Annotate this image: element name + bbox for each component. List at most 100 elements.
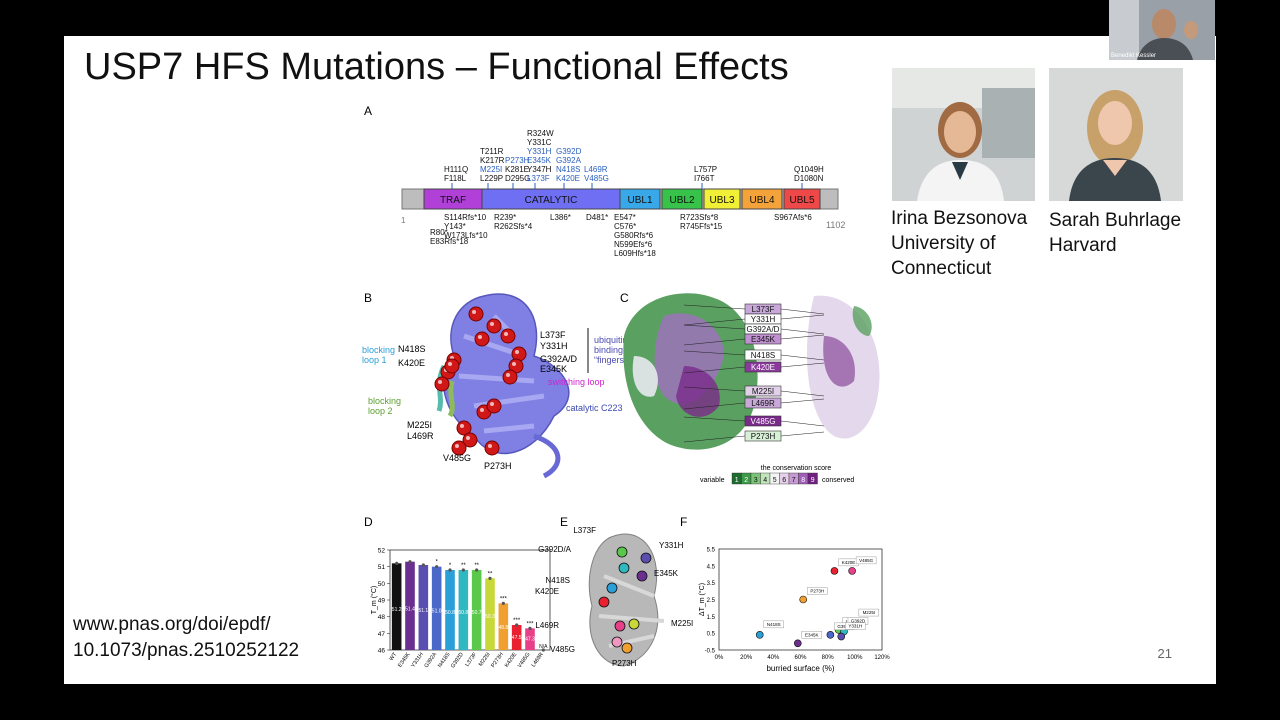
panel-c-conservation: L373FY331HG392A/DE345KN418SK420EM225IL46… [623,293,880,485]
bar-value-label: 51.1 [418,608,428,614]
residue-label: L373F [752,305,775,314]
scale-swatch [807,472,818,485]
bar-l373f [471,570,482,650]
bar-value-label: 48.8 [498,625,508,631]
y-axis-label: T_m (°C) [370,586,378,614]
y-tick-label: 46 [378,648,386,655]
scale-value: 3 [754,477,758,484]
protein-cartoon-grey [588,533,659,667]
y-tick-label: 4.5 [707,564,716,570]
label-p273h: P273H [484,461,512,471]
blocking-loop2-1: blocking [368,396,401,406]
x-tick-label: 80% [822,655,835,661]
photo-sarah-buhrlage [1049,68,1183,201]
person-affiliation: Harvard [1049,235,1117,256]
bar-e345k [405,561,415,650]
residue-marker [616,546,628,558]
person-affiliation: Connecticut [891,258,992,279]
significance-mark: ** [461,563,466,569]
residue-marker [614,620,626,632]
mutation-label: D1080N [794,174,824,183]
y-tick-label: 48 [378,614,386,621]
residue-label: Y331H [751,315,776,324]
mutation-label: V485G [584,174,609,183]
residue-label: K420E [535,587,559,596]
x-tick-label: L373F [464,651,478,668]
participant-video-thumbnail[interactable]: Benedikt Kessler [1109,0,1215,60]
photo-irina-bezsonova [892,68,1035,201]
reference-url[interactable]: www.pnas.org/doi/epdf/ 10.1073/pnas.2510… [73,614,300,661]
mutation-label: F118L [444,174,467,183]
bar-wt [391,563,402,650]
mutation-label: K281E [505,165,529,174]
replicate-dot [448,568,452,572]
significance-mark: *** [500,596,508,602]
mutation-label: G392A [556,156,582,165]
label-n418s: N418S [398,344,426,354]
domain-label: UBL5 [789,195,814,206]
residue-label: P273H [751,432,776,441]
replicate-dot [461,568,465,572]
scale-value: 5 [773,477,777,484]
scale-value: 4 [763,477,767,484]
point-label-box [807,587,828,595]
residue-label: K420E [751,363,775,372]
mutation-sphere [444,358,460,374]
scale-value: 7 [792,477,796,484]
label-m225i: M225I [407,420,432,430]
residue-label: M225I [752,387,774,396]
truncation-label: R723Sfs*8 [680,213,719,222]
mutation-label: K217R [480,156,505,165]
mutation-label: I766T [694,174,715,183]
significance-mark: * [449,563,452,569]
bar-g392a [431,566,442,650]
truncation-label: N599Efs*6 [614,240,653,249]
domain-ubl2 [661,188,703,210]
bar-value-label: 47.3 [525,636,535,642]
bar-y331h [418,565,429,650]
truncation-label: Y143* [444,222,466,231]
bar-value-label: 50.3 [485,614,495,620]
residue-marker [636,570,648,582]
mutation-label: T211R [480,147,504,156]
point-label: K420E [842,560,856,565]
mutation-label: K420E [556,174,580,183]
truncation-label: E547* [614,213,636,222]
point-label: M225I [863,610,876,615]
bar-start-label: 1 [401,216,406,225]
mutation-label: L373F [527,174,550,183]
point-label-box [858,608,880,617]
scale-value: 9 [811,477,815,484]
blocking-loop1-2: loop 1 [362,355,387,365]
scatter-point-p273h [799,595,808,604]
scatter-point-v485g [848,567,856,575]
residue-marker [611,636,623,648]
replicate-dot [408,560,412,564]
mutation-label: M225I [480,165,502,174]
conservation-residue-labels: L373FY331HG392A/DE345KN418SK420EM225IL46… [683,303,825,443]
mutation-label: Y331H [527,147,552,156]
y-tick-label: 1.5 [707,615,716,621]
scale-conserved: conserved [822,477,854,484]
y-tick-label: 5.5 [707,548,716,554]
bar-value-label: 50.7 [472,610,482,616]
x-tick-label: L469R [531,652,545,669]
blocking-loop2-2: loop 2 [368,406,393,416]
slide: USP7 HFS Mutations – Functional Effects … [64,36,1216,684]
domain-ubl3 [703,188,741,210]
point-label: Y331H [848,624,862,629]
mutation-sphere [486,398,502,414]
switching-loop-label: switching loop [548,377,605,387]
scale-value: 6 [782,477,786,484]
bar-value-label: 51.0 [432,609,442,615]
mutation-sphere [500,328,516,344]
residue-label: E345K [751,335,776,344]
mutation-label: Q1049H [794,165,824,174]
significance-mark: * [435,560,438,566]
label-e345k: E345K [540,364,567,374]
mutation-label: L229P [480,174,503,183]
mutation-sphere [456,420,472,436]
x-tick-label: 120% [874,655,890,661]
truncation-label: R80* [430,228,448,237]
